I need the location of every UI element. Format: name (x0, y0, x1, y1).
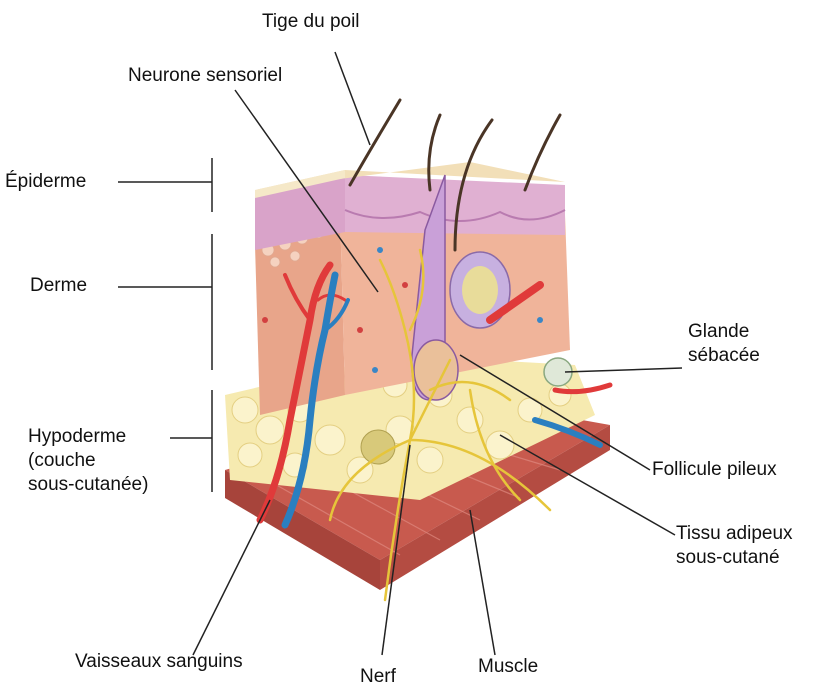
label-adipose-tissue: Tissu adipeux sous-cutané (676, 522, 793, 570)
label-nerve: Nerf (360, 665, 396, 689)
label-blood-vessels: Vaisseaux sanguins (75, 650, 243, 674)
label-hypodermis: Hypoderme (couche sous-cutanée) (28, 425, 148, 496)
label-hair-shaft: Tige du poil (262, 10, 360, 34)
label-sebaceous-gland: Glande sébacée (688, 320, 760, 368)
label-epidermis: Épiderme (5, 170, 86, 194)
label-sensory-neuron: Neurone sensoriel (128, 64, 282, 88)
label-dermis: Derme (30, 274, 87, 298)
label-hair-follicle: Follicule pileux (652, 458, 777, 482)
label-muscle: Muscle (478, 655, 538, 679)
